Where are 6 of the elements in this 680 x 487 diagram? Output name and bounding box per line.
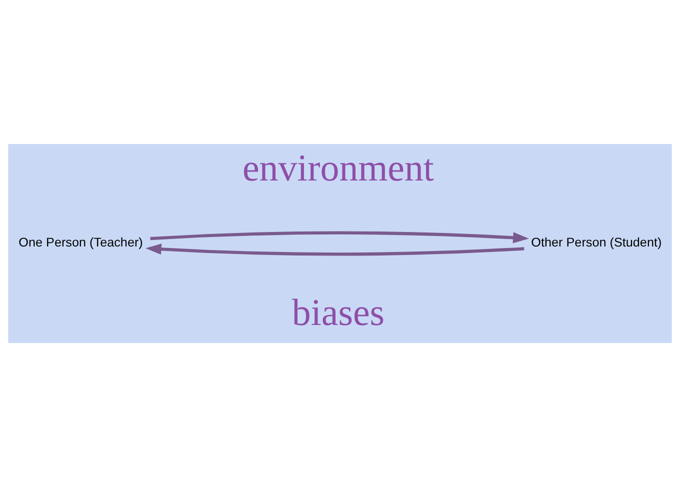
arrow: [146, 244, 524, 256]
node-text: One Person (Teacher): [18, 236, 143, 250]
label: biases: [292, 292, 385, 334]
label: environment: [242, 148, 434, 190]
node-text: Other Person (Student): [531, 236, 662, 250]
arrow: [150, 231, 529, 244]
